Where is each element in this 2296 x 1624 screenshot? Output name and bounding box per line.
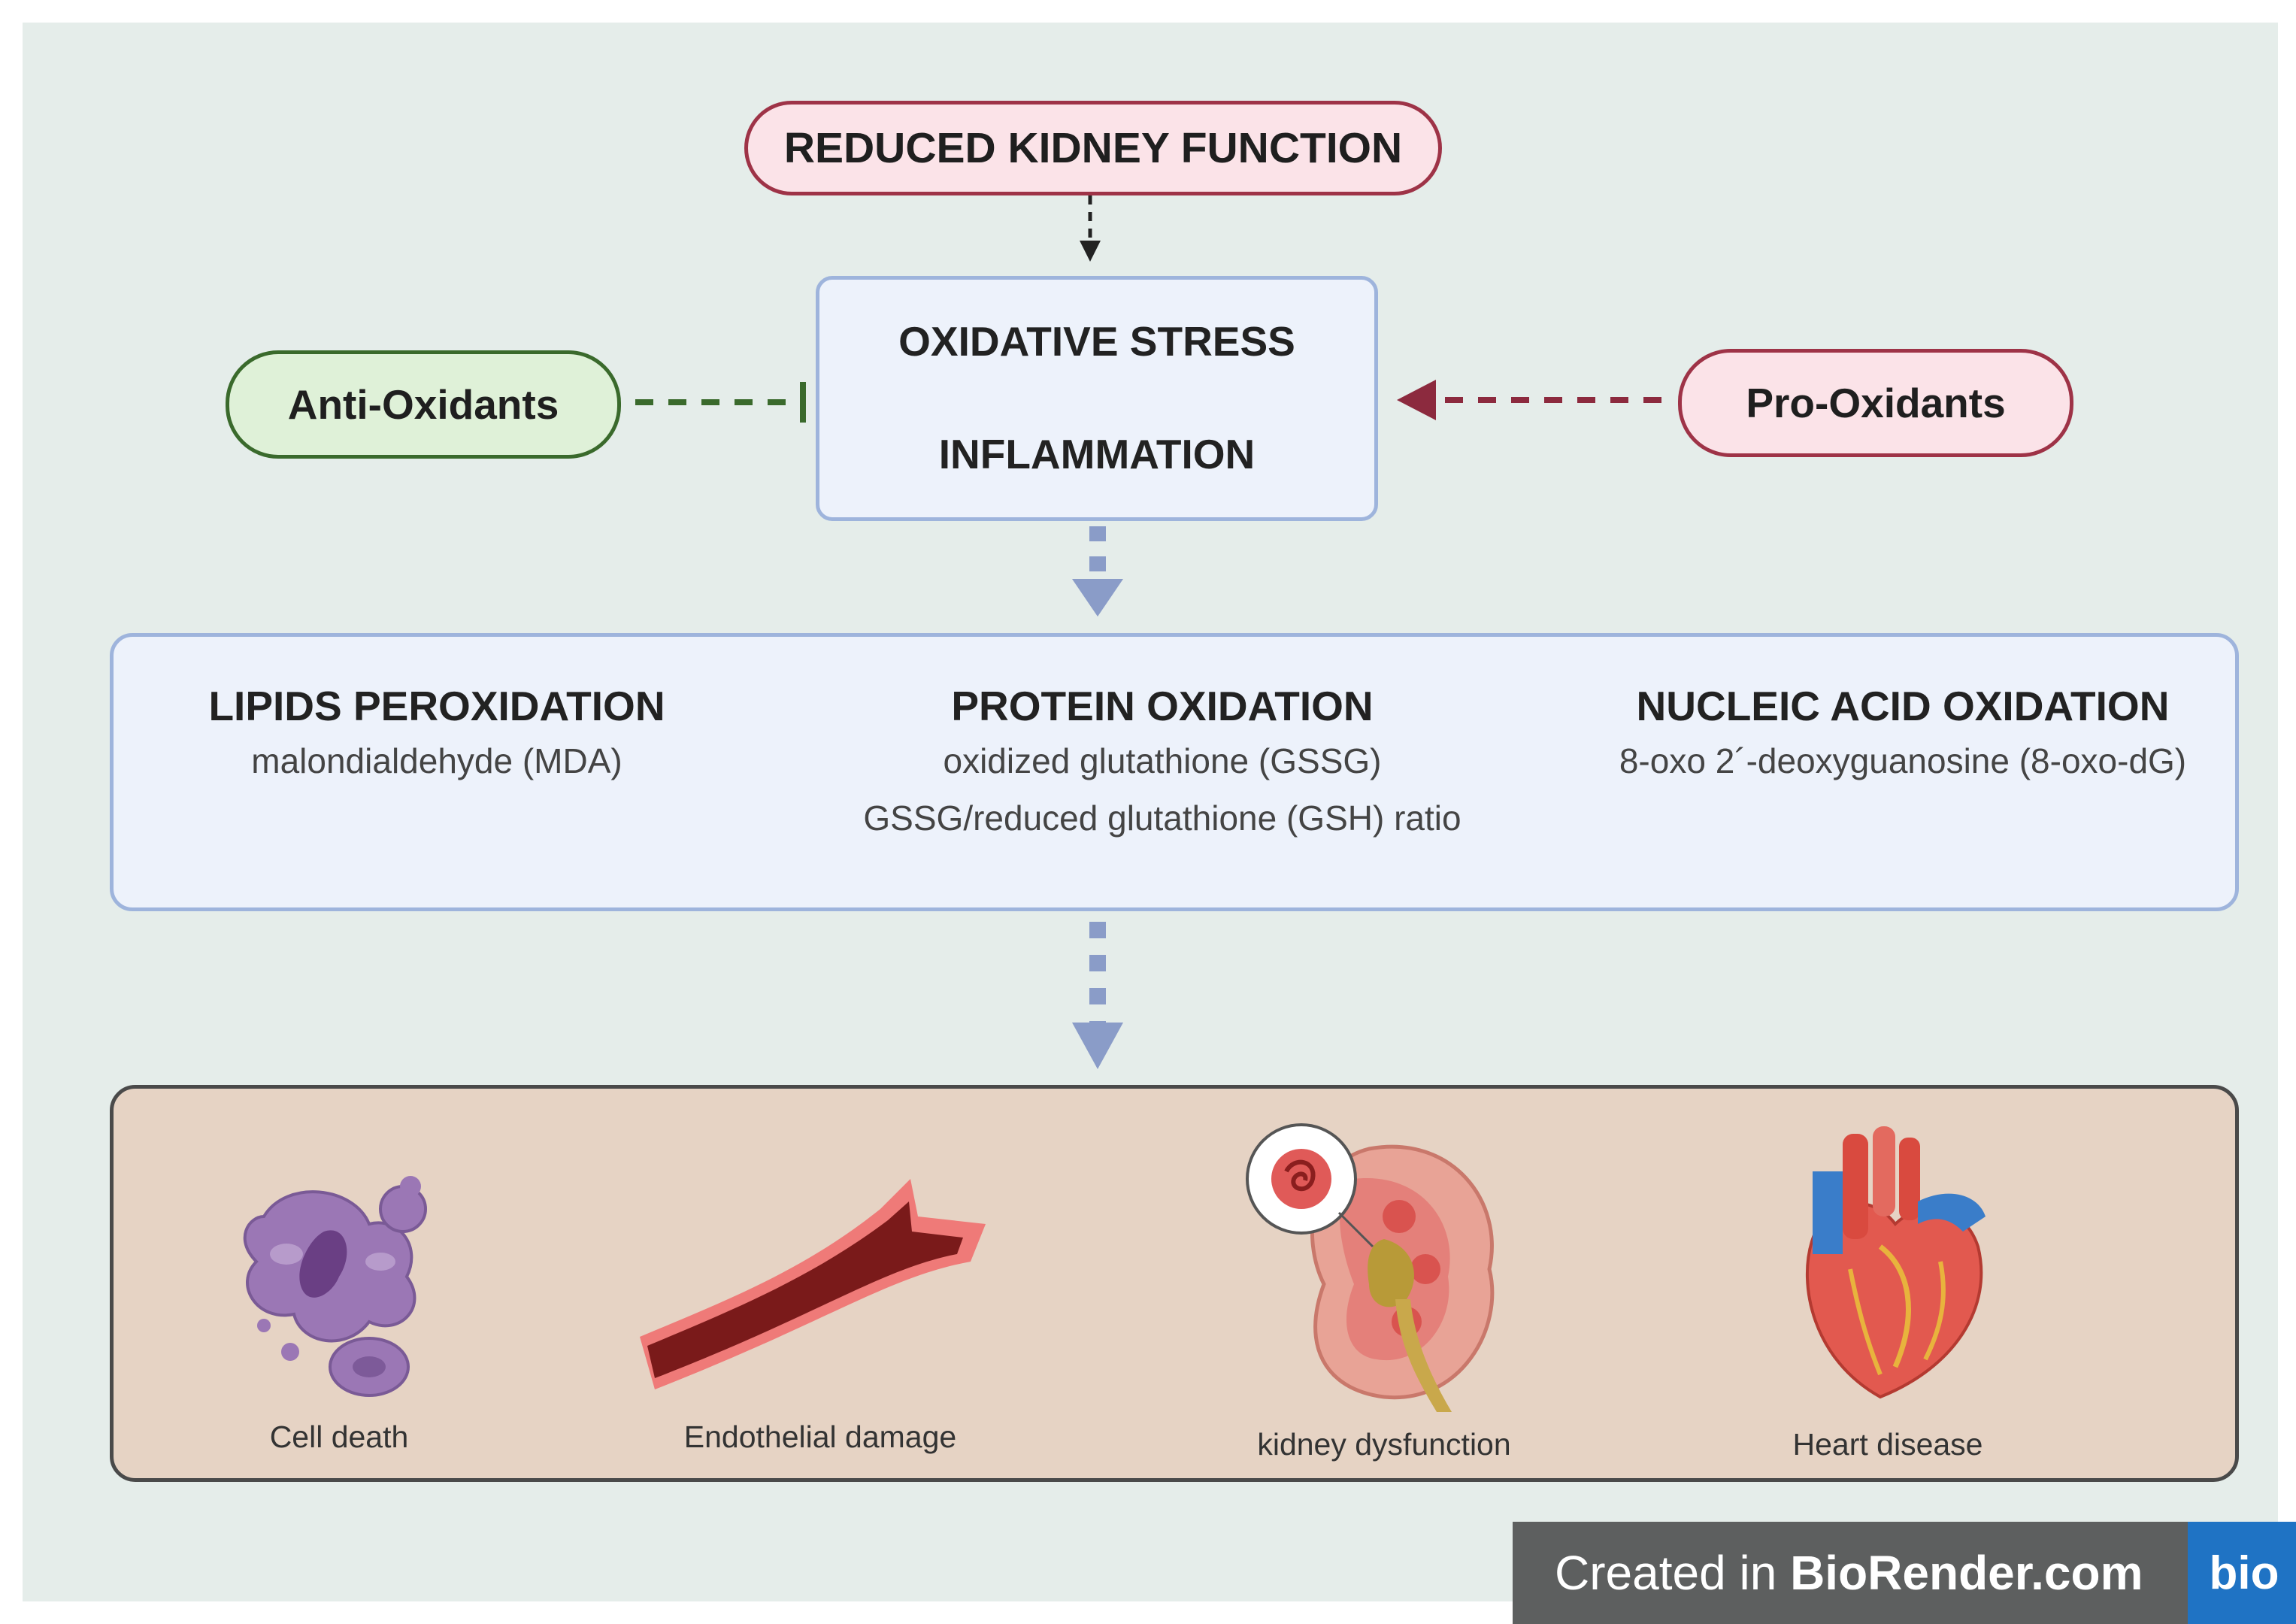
stress-to-oxidation-arrowhead [1072, 579, 1123, 617]
oxidation-to-outcome-arrowhead [1072, 1023, 1123, 1069]
heart-disease-label: Heart disease [1792, 1427, 1983, 1462]
lipids-peroxidation-title: LIPIDS PEROXIDATION [208, 683, 665, 729]
cell-death-icon [243, 1176, 427, 1397]
badge-brand: BioRender.com [1790, 1546, 2143, 1600]
kidney-icon [1246, 1123, 1495, 1412]
lipids-peroxidation-column: LIPIDS PEROXIDATION malondialdehyde (MDA… [166, 682, 707, 781]
anti-oxidants-node: Anti-Oxidants [226, 350, 621, 459]
oxidative-stress-node: OXIDATIVE STRESS INFLAMMATION [816, 276, 1378, 521]
biorender-badge-text: Created in BioRender.com [1555, 1522, 2143, 1624]
endothelial-damage-label: Endothelial damage [683, 1419, 957, 1454]
reduced-kidney-function-label: REDUCED KIDNEY FUNCTION [783, 124, 1403, 172]
8-oxo-dg-marker: 8-oxo 2´-deoxyguanosine (8-oxo-dG) [1619, 741, 2187, 780]
gssg-marker: oxidized glutathione (GSSG) [943, 741, 1382, 780]
oxidation-markers-panel: LIPIDS PEROXIDATION malondialdehyde (MDA… [110, 633, 2239, 911]
oxidative-stress-label: OXIDATIVE STRESS [898, 318, 1295, 365]
heart-icon [1805, 1126, 1986, 1399]
blood-vessel-icon [640, 1179, 986, 1389]
kidney-to-stress-arrowhead [1080, 241, 1101, 262]
biorender-badge[interactable]: Created in BioRender.com bio [1513, 1522, 2296, 1624]
reduced-kidney-function-node: REDUCED KIDNEY FUNCTION [744, 101, 1442, 195]
anti-oxidants-label: Anti-Oxidants [287, 381, 559, 428]
nucleic-acid-oxidation-column: NUCLEIC ACID OXIDATION 8-oxo 2´-deoxygua… [1587, 682, 2219, 781]
mda-marker: malondialdehyde (MDA) [251, 741, 622, 780]
biorender-logo-icon: bio [2188, 1522, 2296, 1624]
inflammation-label: INFLAMMATION [938, 431, 1256, 477]
diagram-canvas: REDUCED KIDNEY FUNCTION OXIDATIVE STRESS… [23, 23, 2296, 1624]
kidney-dysfunction-label: kidney dysfunction [1257, 1427, 1511, 1462]
protein-oxidation-title: PROTEIN OXIDATION [951, 683, 1374, 729]
pro-oxidants-label: Pro-Oxidants [1746, 380, 2006, 426]
gssg-gsh-ratio-marker: GSSG/reduced glutathione (GSH) ratio [863, 798, 1462, 838]
badge-prefix: Created in [1555, 1546, 1791, 1600]
cell-death-label: Cell death [269, 1419, 409, 1454]
nucleic-acid-oxidation-title: NUCLEIC ACID OXIDATION [1636, 683, 2170, 729]
pro-oxidant-arrowhead [1397, 380, 1436, 420]
pro-oxidants-node: Pro-Oxidants [1678, 349, 2073, 457]
protein-oxidation-column: PROTEIN OXIDATION oxidized glutathione (… [768, 682, 1557, 838]
connectors [635, 195, 1661, 1069]
outcomes-panel: Cell death Endothelial damage kidney dys… [110, 1085, 2239, 1482]
